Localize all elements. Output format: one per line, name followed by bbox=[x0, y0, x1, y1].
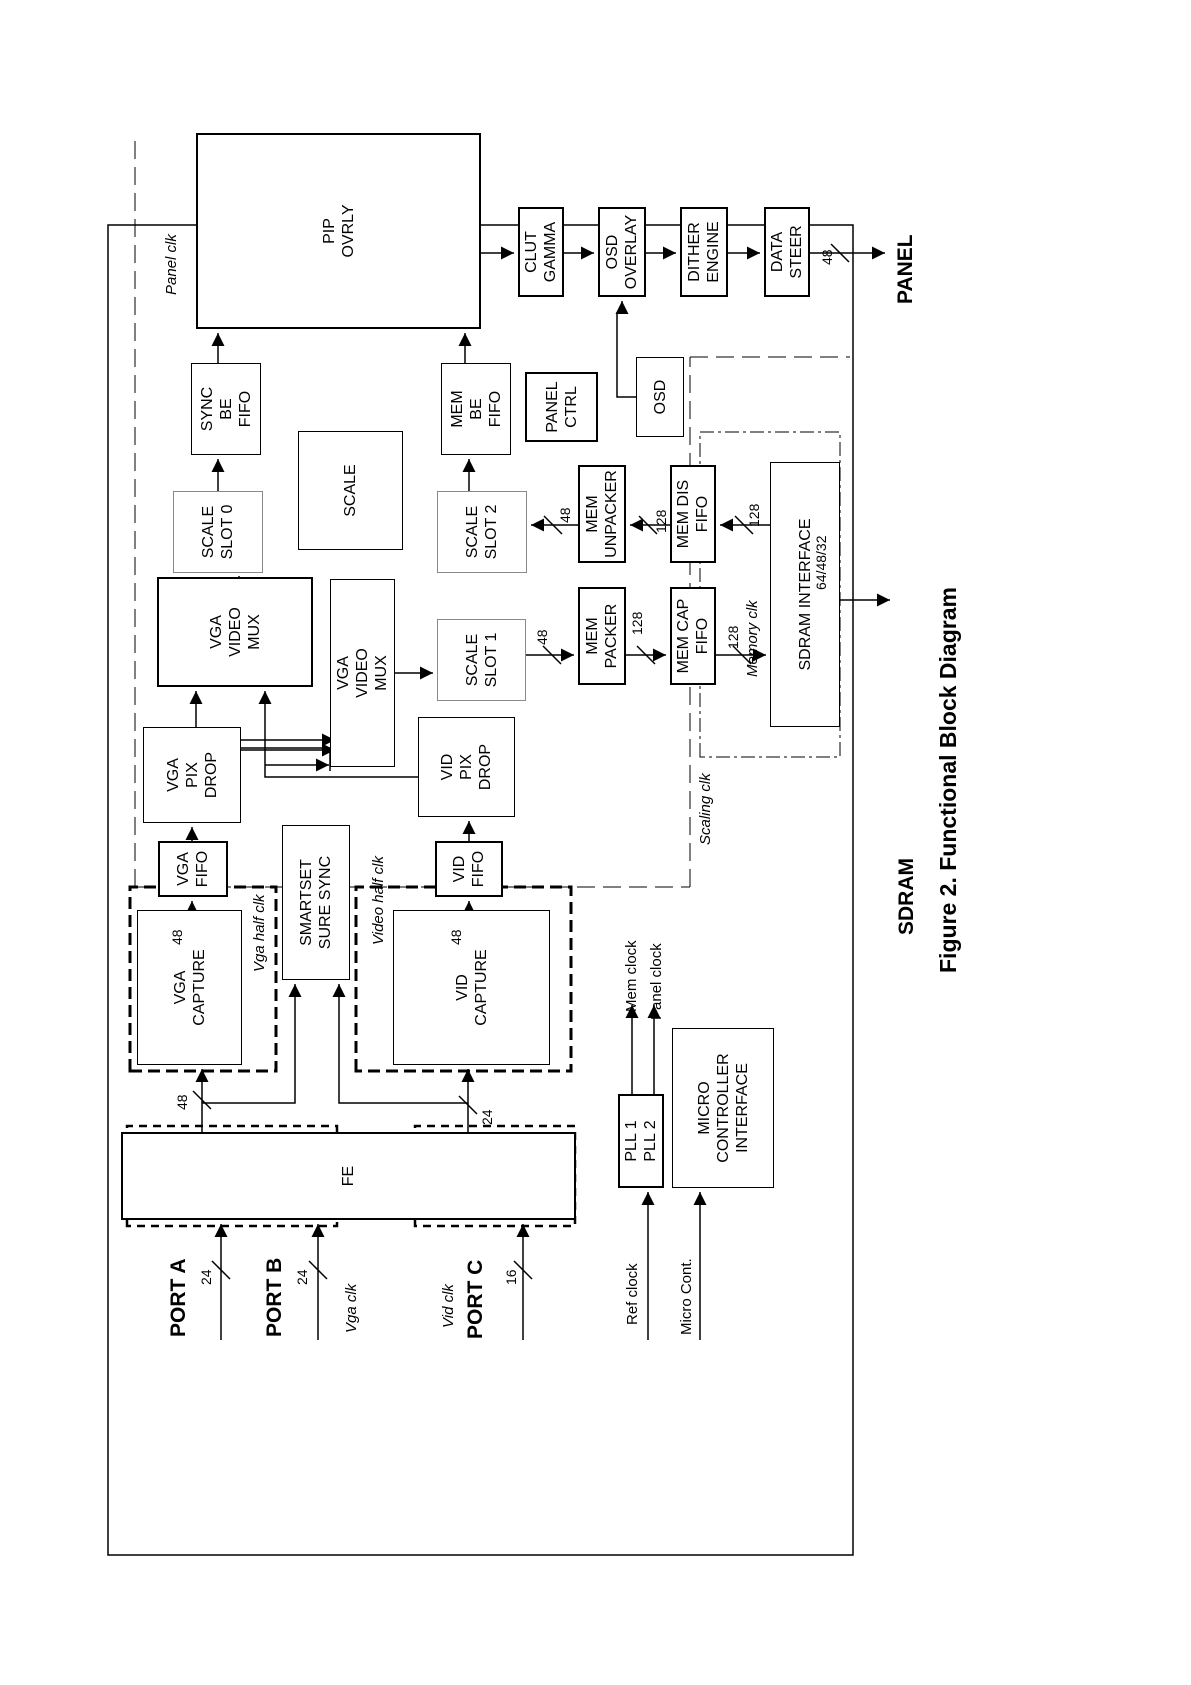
signal-arrow bbox=[202, 984, 302, 1104]
panel-output-label: PANEL bbox=[894, 234, 917, 304]
osd-overlay-block: OSD OVERLAY bbox=[598, 207, 646, 297]
panel-clk-domain-label: Panel clk bbox=[163, 234, 180, 295]
bus-slash bbox=[830, 243, 850, 263]
mem-unpacker-block: MEM UNPACKER bbox=[578, 465, 626, 563]
mem-be-fifo-block: MEM BE FIFO bbox=[441, 363, 511, 455]
bus-width-label: 48 bbox=[169, 929, 185, 945]
bus-slash bbox=[542, 645, 562, 665]
sync-be-fifo-block: SYNC BE FIFO bbox=[191, 363, 261, 455]
bus-width-label: 24 bbox=[479, 1109, 495, 1125]
bus-slash bbox=[732, 645, 752, 665]
osd-block: OSD bbox=[636, 357, 684, 437]
scale-block: SCALE bbox=[298, 431, 403, 550]
port-b-label: PORT B bbox=[263, 1257, 286, 1337]
vga-video-mux-2-block: VGA VIDEO MUX bbox=[330, 579, 395, 767]
vga-fifo-block: VGA FIFO bbox=[158, 841, 228, 897]
bus-slash bbox=[638, 515, 658, 535]
signal-arrow bbox=[332, 984, 468, 1104]
vga-clk-label: Vga clk bbox=[343, 1283, 360, 1333]
signal-arrow bbox=[615, 301, 636, 398]
sdram-interface-block: SDRAM INTERFACE bbox=[770, 462, 840, 727]
vga-pix-drop-block: VGA PIX DROP bbox=[143, 727, 241, 823]
bus-width-label: 24 bbox=[198, 1269, 214, 1285]
vid-clk-label: Vid clk bbox=[440, 1284, 457, 1328]
bus-slash bbox=[458, 1095, 478, 1115]
bus-slash bbox=[192, 1090, 212, 1110]
pip-ovrly-block: PIP OVRLY bbox=[196, 133, 481, 329]
bus-slash bbox=[636, 645, 656, 665]
bus-width-label: 16 bbox=[503, 1269, 519, 1285]
bus-width-label: 48 bbox=[174, 1094, 190, 1110]
mem-packer-block: MEM PACKER bbox=[578, 587, 626, 685]
bus-width-label: 48 bbox=[819, 249, 835, 265]
bus-slash bbox=[308, 1260, 328, 1280]
signal-arrow bbox=[258, 691, 418, 778]
bus-width-label: 128 bbox=[653, 509, 669, 533]
fe-block: FE bbox=[121, 1132, 576, 1220]
vid-pix-drop-block: VID PIX DROP bbox=[418, 717, 515, 817]
mem-dis-fifo-block: MEM DIS FIFO bbox=[670, 465, 716, 563]
ref-clock-label: Ref clock bbox=[624, 1263, 641, 1325]
bus-width-label: 128 bbox=[725, 625, 741, 649]
memory-clk-domain-label: Memory clk bbox=[744, 600, 761, 677]
pll-block: PLL 1 PLL 2 bbox=[618, 1094, 664, 1188]
panel-clock-label: Panel clock bbox=[648, 943, 665, 1020]
mem-clock-label: Mem clock bbox=[623, 940, 640, 1012]
scaling-clk-domain-label: Scaling clk bbox=[697, 773, 714, 845]
bus-width-label: 64/48/32 bbox=[813, 535, 829, 591]
vga-capture-block: VGA CAPTURE bbox=[137, 910, 242, 1065]
vid-fifo-block: VID FIFO bbox=[435, 841, 503, 897]
video-half-clk-domain-label: Video half clk bbox=[370, 856, 387, 945]
bus-slash bbox=[543, 515, 563, 535]
panel-ctrl-block: PANEL CTRL bbox=[525, 372, 598, 442]
bus-width-label: 48 bbox=[557, 507, 573, 523]
vid-capture-block: VID CAPTURE bbox=[393, 910, 550, 1065]
bus-slash bbox=[734, 515, 754, 535]
dither-engine-block: DITHER ENGINE bbox=[680, 207, 728, 297]
scale-slot-2-block: SCALE SLOT 2 bbox=[437, 491, 527, 573]
vga-half-clk-domain-label: Vga half clk bbox=[251, 894, 268, 972]
micro-cont-label: Micro Cont. bbox=[678, 1258, 695, 1335]
vga-video-mux-1-block: VGA VIDEO MUX bbox=[157, 577, 313, 687]
bus-slash bbox=[211, 1260, 231, 1280]
mem-cap-fifo-block: MEM CAP FIFO bbox=[670, 587, 716, 685]
scale-slot-1-block: SCALE SLOT 1 bbox=[437, 619, 526, 701]
bus-slash bbox=[513, 1260, 533, 1280]
bus-width-label: 48 bbox=[448, 929, 464, 945]
port-a-label: PORT A bbox=[167, 1258, 190, 1337]
bus-width-label: 128 bbox=[629, 611, 645, 635]
micro-controller-interface-block: MICRO CONTROLLER INTERFACE bbox=[672, 1028, 774, 1188]
smartset-sure-sync-block: SMARTSET SURE SYNC bbox=[282, 825, 350, 980]
figure-caption: Figure 2. Functional Block Diagram bbox=[935, 587, 961, 973]
clut-gamma-block: CLUT GAMMA bbox=[518, 207, 564, 297]
port-c-label: PORT C bbox=[464, 1259, 487, 1339]
bus-width-label: 128 bbox=[746, 503, 762, 527]
scale-slot-0-block: SCALE SLOT 0 bbox=[173, 491, 263, 573]
data-steer-block: DATA STEER bbox=[764, 207, 810, 297]
bus-width-label: 48 bbox=[534, 629, 550, 645]
sdram-output-label: SDRAM bbox=[895, 858, 918, 935]
bus-width-label: 24 bbox=[294, 1269, 310, 1285]
